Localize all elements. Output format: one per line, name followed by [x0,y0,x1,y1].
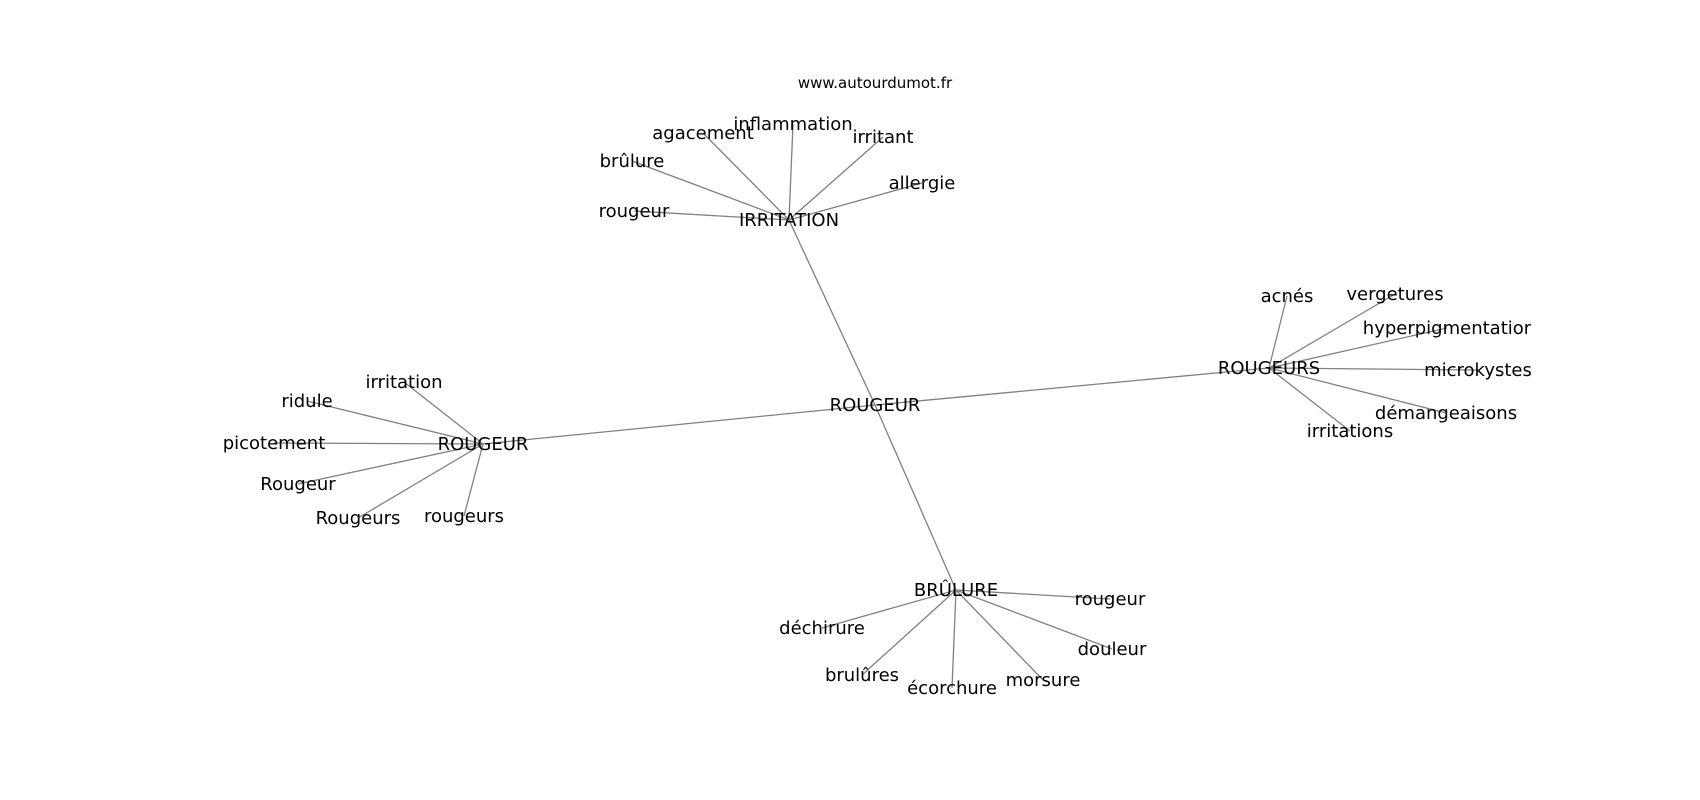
edge-irritation_hub-irr_irritant [788,136,884,221]
edge-root-irritation_hub [788,219,876,406]
edge-rougeur_hub-rg_picotement [273,442,484,445]
node-rgs-vergetures: vergetures [1346,284,1443,305]
edge-rougeur_hub-rg_ridule [306,400,484,445]
edge-brulure_hub-br_brulures [861,589,957,676]
edge-brulure_hub-br_douleur [955,589,1113,650]
node-irr-brulure: brûlure [600,151,665,172]
node-rg-ridule: ridule [281,391,332,412]
graph-labels: www.autourdumot.fr ROUGEUR IRRITATION ag… [223,74,1532,699]
node-rgs-microkystes: microkystes [1424,360,1532,381]
node-br-dechirure: déchirure [779,618,865,639]
node-br-morsure: morsure [1006,670,1081,691]
edge-root-brulure_hub [874,404,957,591]
node-rougeur-hub: ROUGEUR [438,434,529,455]
node-irr-agacement: agacement [652,123,754,144]
node-br-douleur: douleur [1078,639,1147,660]
node-rg-irritation: irritation [365,372,442,393]
edge-rougeurs_hub-rgs_irritations [1268,367,1351,432]
edge-irritation_hub-irr_rougeur [633,210,790,221]
edge-irritation_hub-irr_inflammation [788,123,794,221]
node-rg-picotement: picotement [223,433,326,454]
source-label: www.autourdumot.fr [798,74,953,92]
edge-rougeur_hub-rg_irritation [403,381,484,445]
edge-brulure_hub-br_ecorchure [951,589,957,689]
graph-edges [273,123,1479,689]
node-rg-Rougeurs-cap: Rougeurs [316,508,401,529]
node-br-rougeur: rougeur [1075,589,1146,610]
node-rgs-demangeaisons: démangeaisons [1375,403,1517,424]
edge-irritation_hub-irr_agacement [702,132,790,221]
edge-rougeur_hub-rg_rougeurs [463,443,484,517]
node-brulure-hub: BRÛLURE [914,579,998,601]
edge-irritation_hub-irr_brulure [631,160,790,221]
edge-rougeurs_hub-rgs_acnes [1268,295,1288,369]
node-irr-rougeur: rougeur [599,201,670,222]
node-br-ecorchure: écorchure [907,678,997,699]
node-rg-Rougeur-cap: Rougeur [260,474,336,495]
edge-rougeurs_hub-rgs_hyperpigmentation [1268,327,1448,369]
node-root: ROUGEUR [830,395,921,416]
node-rougeurs-hub: ROUGEURS [1218,358,1320,379]
edge-root-rougeurs_hub [874,367,1270,406]
edge-rougeur_hub-rg_Rougeurs [357,443,484,519]
edge-irritation_hub-irr_allergie [788,182,923,221]
edge-rougeurs_hub-rgs_demangeaisons [1268,367,1447,414]
edge-root-rougeur_hub [482,404,876,445]
edge-rougeur_hub-rg_Rougeur [297,443,484,485]
node-irritation-hub: IRRITATION [739,210,839,231]
edge-brulure_hub-br_rougeur [955,589,1111,600]
node-irr-irritant: irritant [852,127,913,148]
node-irr-inflammation: inflammation [733,114,852,135]
node-rgs-acnes: acnés [1261,286,1314,307]
edge-brulure_hub-br_dechirure [821,589,957,629]
node-rgs-hyperpigmentation: hyperpigmentatior [1363,318,1532,339]
edge-rougeurs_hub-rgs_vergetures [1268,293,1396,369]
node-irr-allergie: allergie [889,173,956,194]
node-rgs-irritations: irritations [1307,421,1393,442]
node-br-brulures: brulûres [825,665,899,686]
node-rg-rougeurs: rougeurs [424,506,504,527]
edge-brulure_hub-br_morsure [955,589,1044,681]
edge-rougeurs_hub-rgs_microkystes [1268,367,1479,371]
